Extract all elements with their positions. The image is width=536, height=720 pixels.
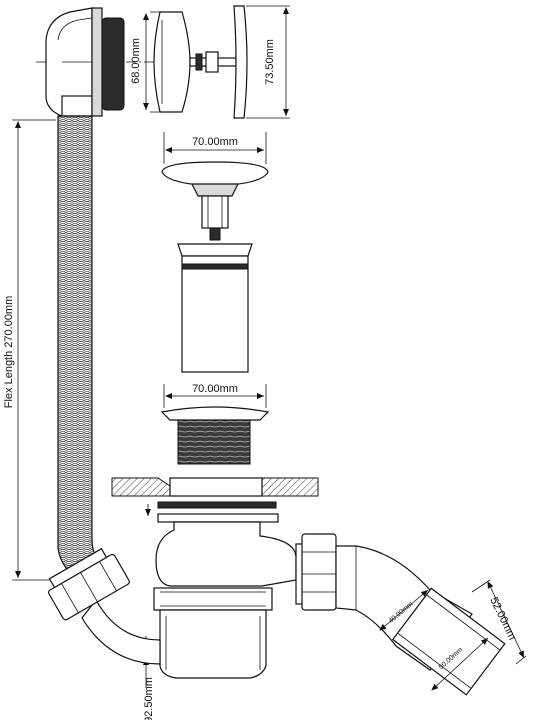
- plug-width-label: 70.00mm: [192, 136, 238, 148]
- bath-panel-right: [261, 477, 319, 497]
- sealing-washer: [157, 501, 277, 509]
- waste-thread: [177, 419, 251, 465]
- flexible-hose: Flex Length 270.00mm: [3, 115, 114, 589]
- overflow-spacer: [205, 51, 219, 73]
- plug-cap: [161, 161, 269, 187]
- bath-section: [111, 477, 319, 516]
- plug-assembly: 70.00mm: [161, 132, 269, 241]
- connector-pipe: [81, 598, 161, 665]
- outlet-outer-dimension-line: [487, 581, 525, 659]
- outlet-inner-dimension-line: [379, 589, 429, 631]
- trap-bowl: [159, 609, 267, 679]
- waste-flange: [160, 406, 270, 421]
- outlet-assembly: 40.00mm 50.00mm 52.00mm: [295, 533, 527, 696]
- hose-union-nut: [48, 547, 130, 621]
- flange-width-label: 70.00mm: [192, 383, 238, 395]
- plug-stem-tip: [209, 227, 221, 241]
- bath-panel-left: [111, 477, 171, 497]
- trap-lower-ring: [153, 587, 273, 611]
- overflow-outlet-spigot: [61, 95, 93, 117]
- flex-length-label: Flex Length 270.00mm: [3, 296, 15, 409]
- plug-stem-collar: [191, 183, 239, 197]
- hose-trap-connector: [48, 547, 161, 665]
- overflow-nut: [195, 53, 203, 71]
- trap-depth-label: 92.50mm: [143, 677, 155, 720]
- trap-upper-body: [155, 521, 297, 587]
- overflow-cover-height-label: 73.50mm: [264, 39, 276, 85]
- waste-tube-lip: [177, 243, 253, 257]
- outlet-nut: [301, 533, 337, 611]
- waste-tube-ring: [181, 263, 249, 270]
- waste-tube: [181, 255, 249, 373]
- waste-flange-assembly: 70.00mm: [160, 383, 270, 465]
- overflow-assembly: 68.00mm 73.50mm: [36, 5, 290, 119]
- flex-hose-body: [57, 115, 114, 589]
- overflow-cover-dimension: 73.50mm: [246, 5, 290, 119]
- overflow-cover: [233, 5, 248, 119]
- overflow-plate-height-label: 68.00mm: [130, 38, 142, 84]
- overflow-back-plate: [153, 11, 191, 113]
- overflow-collar: [91, 7, 103, 117]
- trap-top-nut: [157, 513, 279, 523]
- waste-body-tube: [177, 243, 253, 373]
- overflow-gasket: [101, 17, 125, 111]
- outlet-sleeve-dimension-line: [431, 637, 489, 691]
- plug-stem: [201, 195, 229, 229]
- trap-body: 92.50mm: [130, 513, 297, 720]
- bath-flange-insert: [169, 477, 263, 497]
